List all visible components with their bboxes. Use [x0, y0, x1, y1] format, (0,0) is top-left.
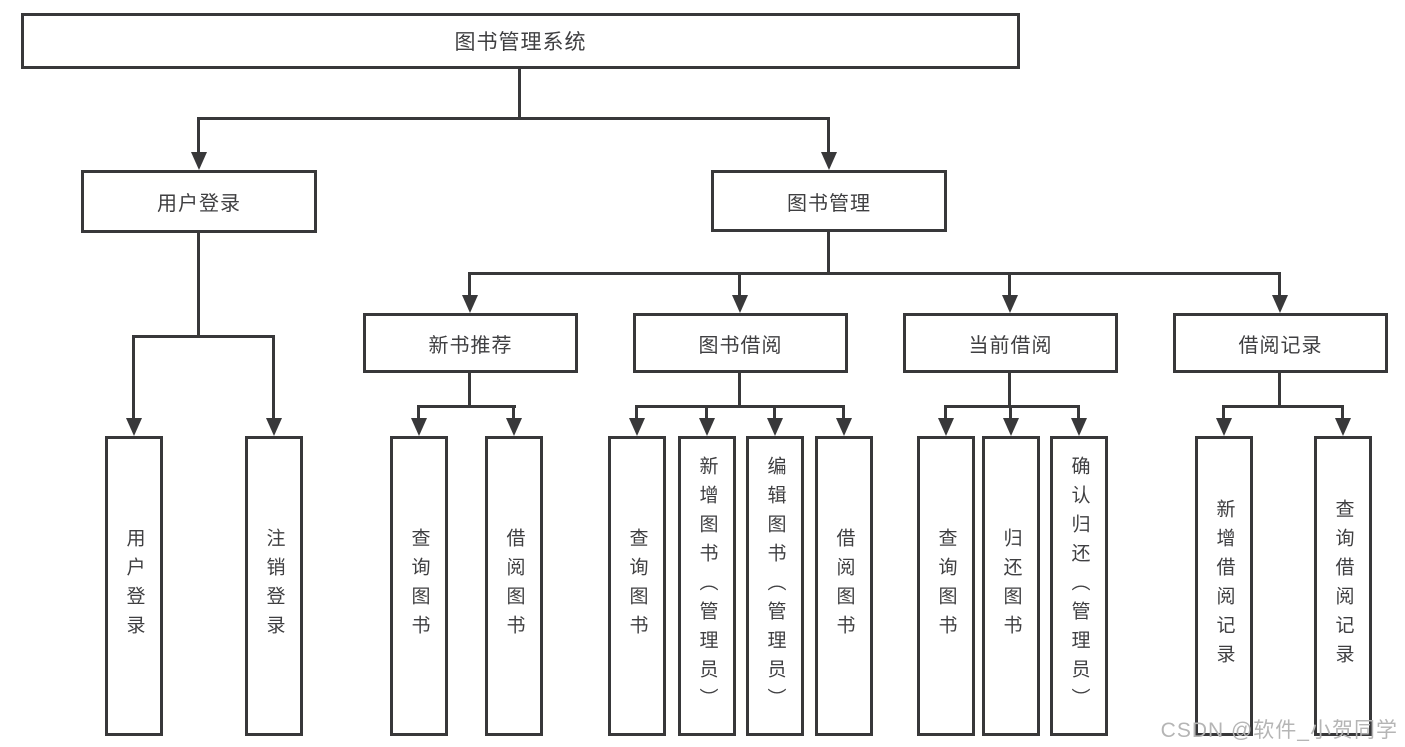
leaf-borrow-borrow-book: 借阅图书 [815, 436, 873, 736]
connector-current-borrow-bus [944, 405, 1080, 408]
leaf-recommend-borrow-book-label: 借阅图书 [503, 528, 525, 644]
connector-book-management-trunk [827, 232, 830, 275]
leaf-user-login-label: 用户登录 [123, 528, 145, 644]
arrowhead-recommend-query [411, 418, 427, 436]
connector-current-borrow-trunk [1008, 373, 1011, 408]
node-new-book-recommend-label: 新书推荐 [428, 334, 513, 357]
node-book-management-label: 图书管理 [787, 192, 871, 215]
leaf-recommend-query-book-label: 查询图书 [408, 528, 430, 644]
arrowhead-current-query [938, 418, 954, 436]
connector-drop-user-login [197, 117, 200, 155]
arrowhead-current-confirm [1071, 418, 1087, 436]
connector-user-login-bus [132, 335, 275, 338]
connector-book-borrow-trunk [738, 373, 741, 408]
leaf-borrow-borrow-book-label: 借阅图书 [833, 528, 855, 644]
arrowhead-book-management [821, 152, 837, 170]
arrowhead-borrow-record [1272, 295, 1288, 313]
leaf-record-query-record: 查询借阅记录 [1314, 436, 1372, 736]
leaf-current-confirm-return-admin: 确认归还（管理员） [1050, 436, 1108, 736]
connector-drop-current-borrow [1008, 272, 1011, 298]
connector-drop-new-book-recommend [468, 272, 471, 298]
arrowhead-leaf-user-login [126, 418, 142, 436]
leaf-current-return-book-label: 归还图书 [1000, 528, 1022, 644]
leaf-recommend-query-book: 查询图书 [390, 436, 448, 736]
node-book-management: 图书管理 [711, 170, 947, 232]
leaf-current-return-book: 归还图书 [982, 436, 1040, 736]
arrowhead-user-login [191, 152, 207, 170]
watermark: CSDN @软件_小贺同学 [1160, 719, 1398, 742]
connector-borrow-record-bus [1222, 405, 1344, 408]
connector-drop-current-return [1009, 405, 1012, 421]
arrowhead-borrow-borrow [836, 418, 852, 436]
arrowhead-leaf-logout [266, 418, 282, 436]
leaf-current-confirm-return-admin-label: 确认归还（管理员） [1068, 455, 1090, 717]
connector-drop-leaf-user-login [132, 335, 135, 421]
connector-new-book-recommend-trunk [468, 373, 471, 408]
leaf-record-add-record-label: 新增借阅记录 [1213, 499, 1235, 673]
node-root: 图书管理系统 [21, 13, 1020, 69]
connector-drop-recommend-borrow [512, 405, 515, 421]
leaf-record-query-record-label: 查询借阅记录 [1332, 499, 1354, 673]
connector-root-bus [197, 117, 830, 120]
connector-drop-book-management [827, 117, 830, 155]
arrowhead-new-book-recommend [462, 295, 478, 313]
connector-drop-record-query [1341, 405, 1344, 421]
node-book-borrow-label: 图书借阅 [698, 334, 783, 357]
leaf-user-login: 用户登录 [105, 436, 163, 736]
connector-drop-record-add [1222, 405, 1225, 421]
connector-book-management-bus [468, 272, 1281, 275]
node-current-borrow-label: 当前借阅 [968, 334, 1053, 357]
node-user-login: 用户登录 [81, 170, 317, 233]
connector-drop-leaf-logout [272, 335, 275, 421]
leaf-current-query-book-label: 查询图书 [935, 528, 957, 644]
node-current-borrow: 当前借阅 [903, 313, 1118, 373]
node-borrow-record-label: 借阅记录 [1238, 334, 1323, 357]
leaf-logout: 注销登录 [245, 436, 303, 736]
leaf-logout-label: 注销登录 [263, 528, 285, 644]
node-borrow-record: 借阅记录 [1173, 313, 1388, 373]
arrowhead-record-add [1216, 418, 1232, 436]
leaf-record-add-record: 新增借阅记录 [1195, 436, 1253, 736]
leaf-borrow-edit-book-admin-label: 编辑图书（管理员） [764, 455, 786, 717]
arrowhead-current-borrow [1002, 295, 1018, 313]
arrowhead-borrow-query [629, 418, 645, 436]
node-root-label: 图书管理系统 [454, 31, 587, 54]
connector-drop-borrow-edit [773, 405, 776, 421]
leaf-borrow-query-book: 查询图书 [608, 436, 666, 736]
arrowhead-record-query [1335, 418, 1351, 436]
leaf-borrow-add-book-admin-label: 新增图书（管理员） [696, 455, 718, 717]
leaf-current-query-book: 查询图书 [917, 436, 975, 736]
connector-borrow-record-trunk [1278, 373, 1281, 408]
connector-drop-borrow-borrow [842, 405, 845, 421]
leaf-borrow-add-book-admin: 新增图书（管理员） [678, 436, 736, 736]
connector-root-trunk [518, 69, 521, 117]
leaf-borrow-edit-book-admin: 编辑图书（管理员） [746, 436, 804, 736]
leaf-recommend-borrow-book: 借阅图书 [485, 436, 543, 736]
node-book-borrow: 图书借阅 [633, 313, 848, 373]
node-user-login-label: 用户登录 [157, 193, 241, 215]
arrowhead-current-return [1003, 418, 1019, 436]
connector-drop-borrow-query [635, 405, 638, 421]
connector-drop-current-query [944, 405, 947, 421]
node-new-book-recommend: 新书推荐 [363, 313, 578, 373]
connector-drop-book-borrow [738, 272, 741, 298]
connector-drop-current-confirm [1077, 405, 1080, 421]
connector-drop-borrow-record [1278, 272, 1281, 298]
arrowhead-borrow-add [699, 418, 715, 436]
arrowhead-book-borrow [732, 295, 748, 313]
connector-user-login-trunk [197, 233, 200, 335]
connector-drop-recommend-query [417, 405, 420, 421]
leaf-borrow-query-book-label: 查询图书 [626, 528, 648, 644]
connector-book-borrow-bus [635, 405, 845, 408]
connector-drop-borrow-add [705, 405, 708, 421]
connector-new-book-recommend-bus [417, 405, 516, 408]
arrowhead-recommend-borrow [506, 418, 522, 436]
arrowhead-borrow-edit [767, 418, 783, 436]
